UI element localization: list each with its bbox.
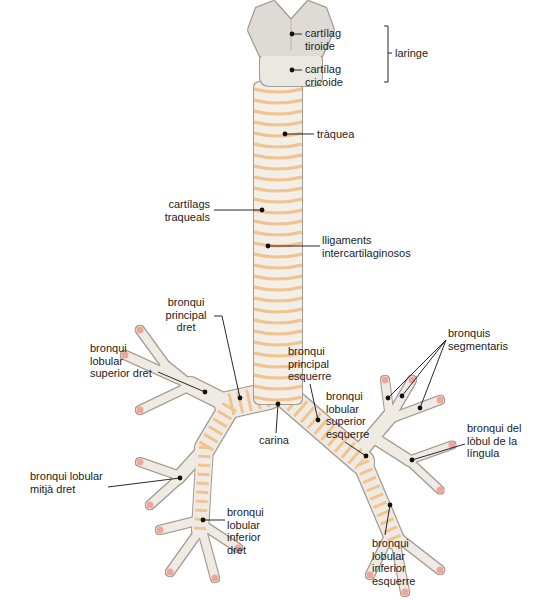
part-label: tràquea — [317, 128, 377, 141]
leader-lines — [108, 26, 465, 535]
part-label: bronqui lobular superior dret — [90, 342, 160, 380]
part-label: bronqui lobular inferior esquerre — [372, 537, 428, 587]
part-label: cartílag tiroide — [305, 27, 357, 52]
part-label: bronqui lobular mitjà dret — [30, 470, 115, 495]
part-label: cartílags traqueals — [130, 198, 210, 223]
part-label: bronqui principal esquerre — [288, 345, 343, 383]
part-label: bronqui del lòbul de la língula — [467, 422, 539, 460]
bronchus-tips — [122, 327, 456, 596]
part-label: carina — [259, 434, 304, 447]
part-label: bronquis segmentaris — [448, 327, 520, 352]
part-label: bronqui lobular superior esquerre — [326, 390, 381, 440]
part-label: bronqui principal dret — [160, 296, 212, 334]
part-label: cartílag cricoide — [305, 63, 361, 88]
bronchial-tree — [125, 330, 452, 592]
part-label: lligaments intercartilaginosos — [322, 234, 437, 259]
part-label: bronqui lobular inferior dret — [227, 506, 277, 556]
part-label: laringe — [395, 47, 445, 60]
leader-dots — [178, 32, 423, 523]
